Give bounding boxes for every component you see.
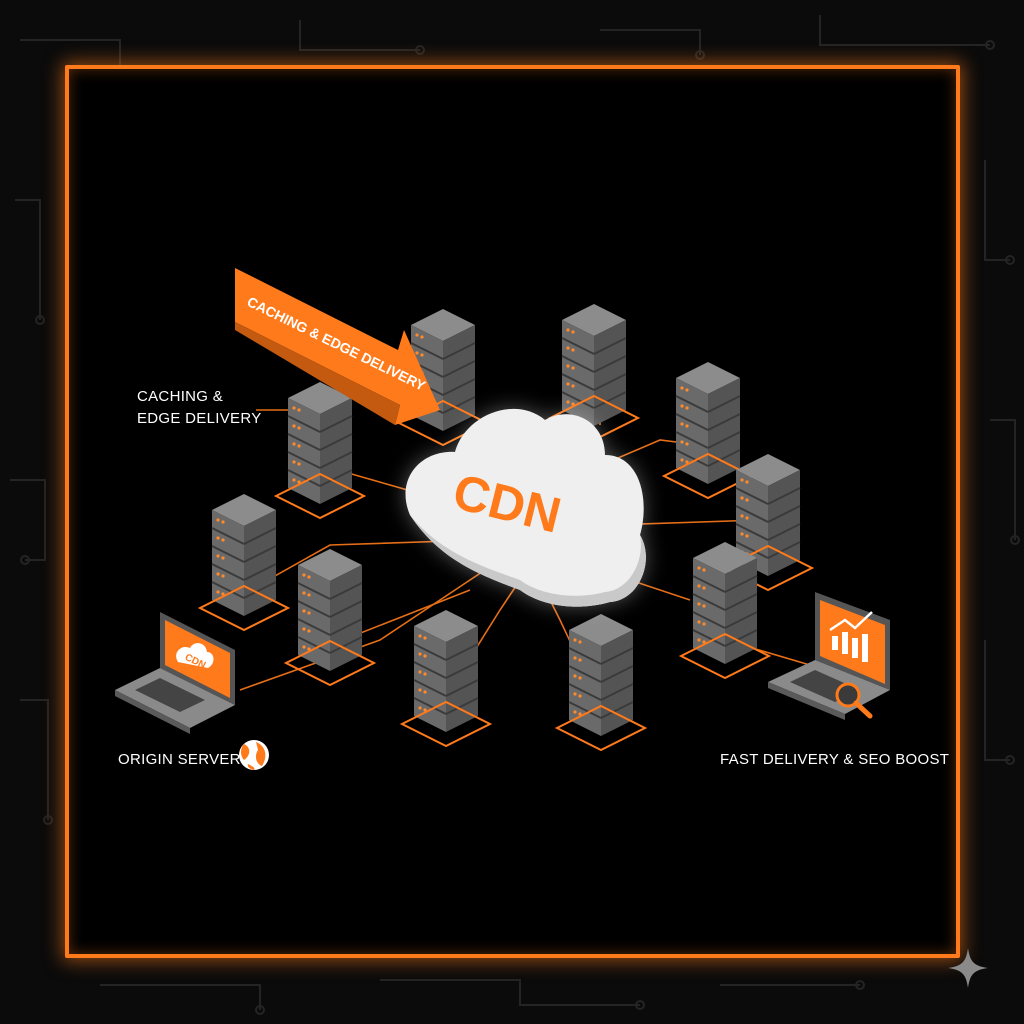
edge-server [680,541,770,679]
origin-server-label: ORIGIN SERVER [118,751,241,768]
caching-edge-label: CACHING & EDGE DELIVERY [137,386,262,430]
edge-server [199,493,289,631]
edge-server [275,381,365,519]
edge-server [401,609,491,747]
sparkle-icon [948,948,988,988]
bar-chart-icon [829,611,873,662]
cdn-cloud: CDN [405,408,646,607]
laptop-cloud-icon [176,643,214,668]
edge-server [556,613,646,751]
origin-laptop: CDN [115,612,235,734]
analytics-laptop [768,592,890,720]
edge-server [285,548,375,686]
magnifier-icon [835,682,873,719]
globe-icon [239,740,269,770]
caching-label-line2: EDGE DELIVERY [137,410,262,427]
caching-label-line1: CACHING & [137,388,224,405]
fast-delivery-label: FAST DELIVERY & SEO BOOST [720,751,950,768]
